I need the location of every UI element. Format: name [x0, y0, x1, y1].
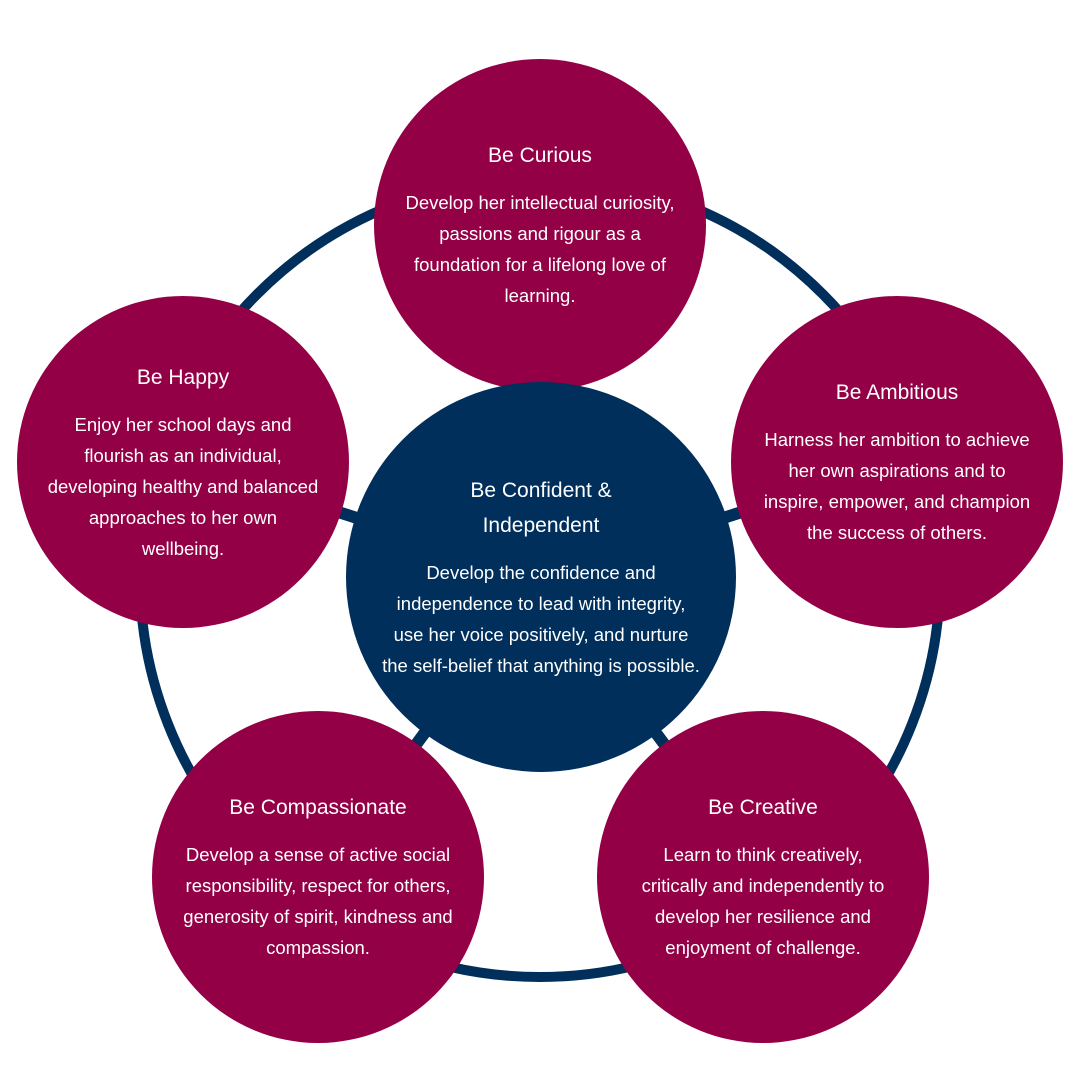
center-description: Develop the confidence and independence … — [382, 562, 700, 676]
node-description: Learn to think creatively, critically an… — [641, 844, 885, 958]
node-be-creative: Be Creative Learn to think creatively, c… — [597, 711, 929, 1043]
node-title: Be Curious — [488, 144, 592, 167]
node-be-compassionate: Be Compassionate Develop a sense of acti… — [152, 711, 484, 1043]
node-title: Be Creative — [708, 796, 818, 819]
node-title: Be Ambitious — [835, 381, 959, 404]
node-description: Develop a sense of active social respons… — [183, 844, 453, 958]
node-be-happy: Be Happy Enjoy her school days and flour… — [17, 296, 349, 628]
node-description: Harness her ambition to achieve her own … — [763, 429, 1031, 543]
node-title: Be Compassionate — [229, 796, 407, 819]
node-be-ambitious: Be Ambitious Harness her ambition to ach… — [731, 296, 1063, 628]
node-be-curious: Be Curious Develop her intellectual curi… — [374, 59, 706, 391]
node-description: Enjoy her school days and flourish as an… — [47, 413, 319, 559]
node-title: Be Happy — [136, 365, 230, 389]
node-description: Develop her intellectual curiosity, pass… — [405, 192, 675, 306]
center-title: Be Confident & Independent — [470, 479, 612, 537]
node-be-confident-independent: Be Confident & Independent Develop the c… — [346, 382, 736, 772]
